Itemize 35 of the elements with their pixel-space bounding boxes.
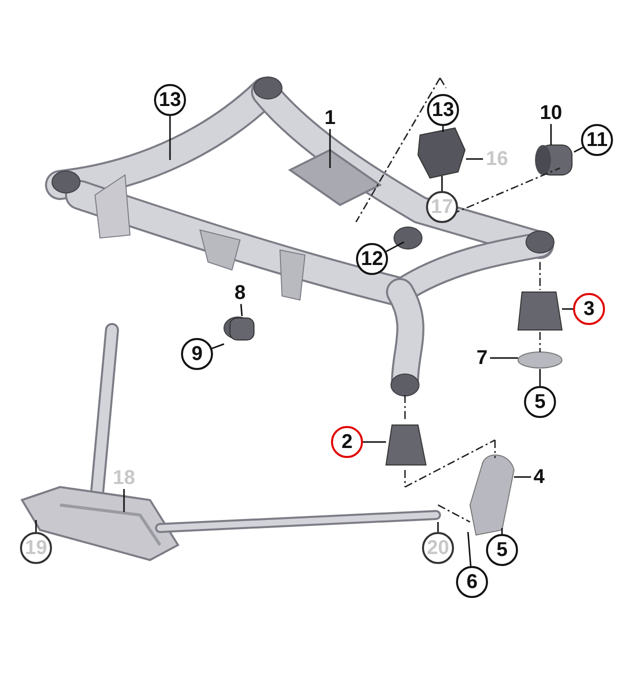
leader-line	[363, 441, 386, 443]
leader-line	[562, 308, 573, 310]
leader-line	[441, 176, 443, 191]
leader-line	[514, 476, 531, 478]
leader-line	[490, 357, 518, 359]
leader-line	[386, 241, 404, 252]
leader-line	[123, 489, 125, 512]
leader-line	[467, 532, 472, 566]
callout-number: 4	[531, 466, 547, 488]
callout-number: 1	[322, 107, 338, 129]
leader-line	[212, 343, 224, 350]
leader-line	[574, 146, 584, 153]
leader-line	[501, 528, 503, 534]
leader-line	[442, 126, 444, 132]
callout-number: 5	[486, 534, 518, 566]
callout-number: 9	[181, 338, 213, 370]
callout-number: 3	[573, 293, 605, 325]
callout-number: 5	[524, 386, 556, 418]
leader-line	[169, 116, 171, 160]
callout-number: 7	[474, 347, 490, 369]
callout-number: 12	[356, 243, 388, 275]
leader-line	[466, 158, 483, 160]
callout-number: 2	[331, 426, 363, 458]
leader-line	[550, 124, 552, 145]
callout-number: 13	[427, 94, 459, 126]
leader-line	[539, 369, 541, 386]
callout-number: 13	[154, 84, 186, 116]
leader-line	[329, 129, 331, 168]
leader-line	[240, 304, 243, 316]
callout-number: 11	[581, 124, 613, 156]
leader-line	[35, 520, 37, 532]
leader-line	[437, 522, 439, 532]
callout-number: 6	[456, 566, 488, 598]
callout-number: 10	[537, 102, 565, 124]
callout-number: 8	[232, 282, 248, 304]
